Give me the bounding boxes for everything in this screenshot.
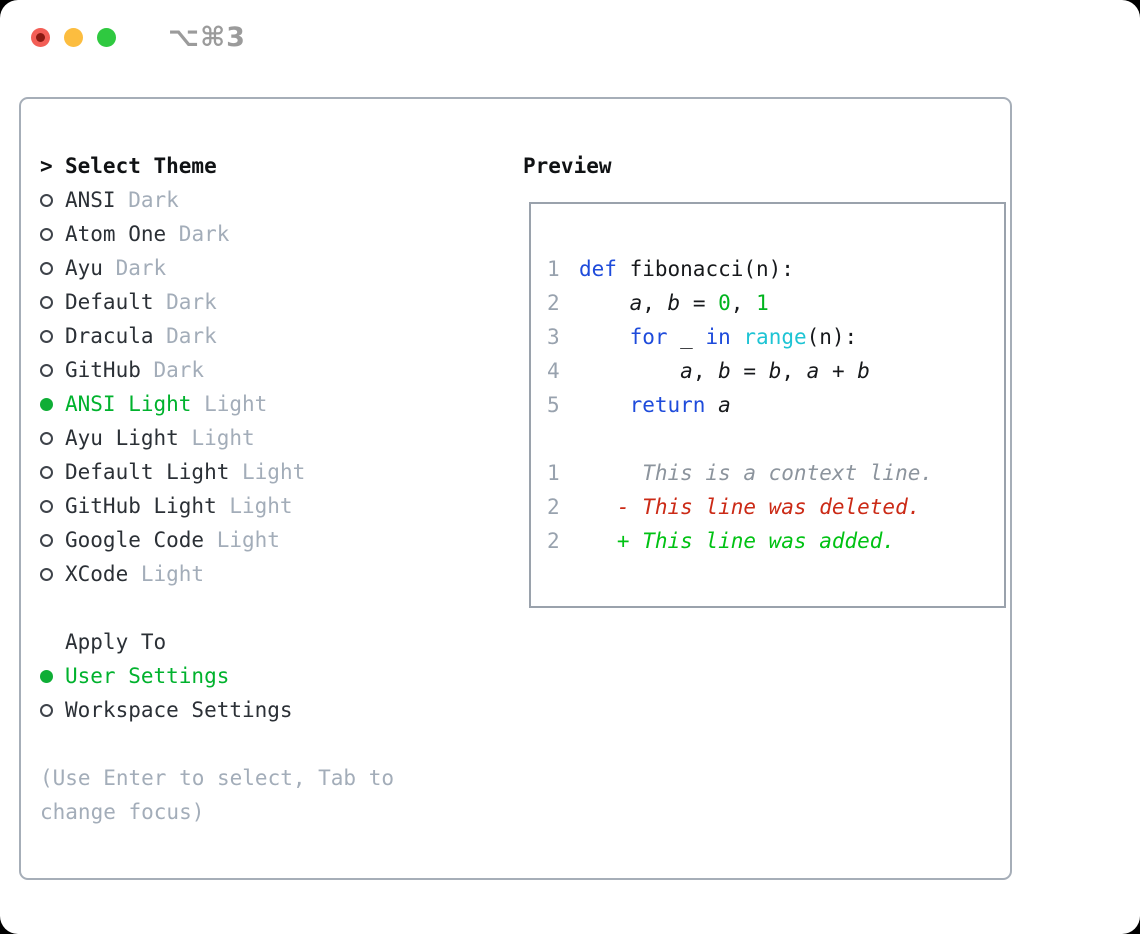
diff-line: 2 - This line was deleted. <box>547 495 921 519</box>
theme-variant: Light <box>216 528 280 552</box>
theme-option-atom-one-dark[interactable]: Atom One Dark <box>40 217 470 251</box>
theme-option-ansi-dark[interactable]: ANSI Dark <box>40 183 470 217</box>
spacer <box>40 591 470 625</box>
minimize-button[interactable] <box>64 27 83 47</box>
theme-name: XCode <box>65 562 129 586</box>
theme-variant: Light <box>140 562 205 586</box>
select-theme-header: > Select Theme <box>40 149 470 183</box>
code-line: 4 a, b = b, a + b <box>547 359 870 383</box>
zoom-button[interactable] <box>97 27 116 47</box>
radio-unselected-icon <box>40 261 65 275</box>
select-theme-header-label: Select Theme <box>65 154 217 178</box>
radio-unselected-icon <box>40 499 65 513</box>
theme-name: GitHub <box>65 358 141 382</box>
apply-to-header-label: Apply To <box>65 630 167 654</box>
radio-unselected-icon <box>40 465 65 479</box>
line-number: 1 <box>547 461 560 485</box>
theme-name: Ayu Light <box>65 426 179 450</box>
radio-unselected-icon <box>40 567 65 581</box>
radio-unselected-icon <box>40 227 65 241</box>
radio-selected-icon <box>40 669 65 683</box>
apply-to-header: Apply To <box>40 625 470 659</box>
theme-variant: Dark <box>153 358 205 382</box>
theme-option-google-code-light[interactable]: Google Code Light <box>40 523 470 557</box>
theme-name: Default Light <box>65 460 230 484</box>
theme-variant: Dark <box>128 188 179 212</box>
theme-variant: Light <box>229 494 293 518</box>
radio-unselected-icon <box>40 363 65 377</box>
line-number: 2 <box>547 291 560 315</box>
theme-option-ayu-dark[interactable]: Ayu Dark <box>40 251 470 285</box>
theme-option-xcode-light[interactable]: XCode Light <box>40 557 470 591</box>
theme-option-ansi-light-light[interactable]: ANSI Light Light <box>40 387 470 421</box>
theme-name: Default <box>65 290 154 314</box>
theme-name: ANSI <box>65 188 116 212</box>
theme-name: ANSI Light <box>65 392 192 416</box>
apply-option-user-settings[interactable]: User Settings <box>40 659 470 693</box>
theme-option-github-light-light[interactable]: GitHub Light Light <box>40 489 470 523</box>
diff-line: 1 This is a context line. <box>547 461 934 485</box>
line-number: 1 <box>547 257 560 281</box>
preview-blank-line <box>547 422 1004 456</box>
theme-option-ayu-light-light[interactable]: Ayu Light Light <box>40 421 470 455</box>
line-number: 4 <box>547 359 560 383</box>
spacer <box>40 727 470 761</box>
theme-variant: Light <box>191 426 255 450</box>
radio-selected-icon <box>40 397 65 411</box>
radio-unselected-icon <box>40 295 65 309</box>
theme-variant: Dark <box>178 222 230 246</box>
window-title: ⌥⌘3 <box>168 21 246 53</box>
code-line: 5 return a <box>547 393 731 417</box>
theme-variant: Dark <box>166 290 217 314</box>
theme-option-default-dark[interactable]: Default Dark <box>40 285 470 319</box>
theme-name: Ayu <box>65 256 103 280</box>
radio-unselected-icon <box>40 193 65 207</box>
diff-line: 2 + This line was added. <box>547 529 896 553</box>
line-number: 2 <box>547 529 560 553</box>
theme-option-dracula-dark[interactable]: Dracula Dark <box>40 319 470 353</box>
theme-name: Atom One <box>65 222 167 246</box>
radio-unselected-icon <box>40 533 65 547</box>
apply-option-label: Workspace Settings <box>65 698 293 722</box>
theme-name: Google Code <box>65 528 205 552</box>
radio-unselected-icon <box>40 703 65 717</box>
prompt-caret-icon: > <box>40 154 53 178</box>
apply-option-workspace-settings[interactable]: Workspace Settings <box>40 693 470 727</box>
apply-option-label: User Settings <box>65 664 230 688</box>
line-number: 5 <box>547 393 560 417</box>
line-number: 2 <box>547 495 560 519</box>
theme-variant: Dark <box>115 256 167 280</box>
theme-name: GitHub Light <box>65 494 217 518</box>
code-line: 2 a, b = 0, 1 <box>547 291 769 315</box>
title-bar: ⌥⌘3 <box>0 0 1140 74</box>
code-line: 3 for _ in range(n): <box>547 325 858 349</box>
theme-variant: Light <box>242 460 306 484</box>
radio-unselected-icon <box>40 329 65 343</box>
theme-name: Dracula <box>65 324 154 348</box>
theme-option-github-dark[interactable]: GitHub Dark <box>40 353 470 387</box>
diff-preview: 1 This is a context line. 2 - This line w… <box>547 456 1004 558</box>
theme-variant: Dark <box>166 324 217 348</box>
theme-variant: Light <box>204 392 268 416</box>
preview-title: Preview <box>523 154 612 178</box>
radio-unselected-icon <box>40 431 65 445</box>
line-number: 3 <box>547 325 560 349</box>
theme-option-default-light-light[interactable]: Default Light Light <box>40 455 470 489</box>
hint-text: (Use Enter to select, Tab to change focu… <box>40 766 395 824</box>
close-button[interactable] <box>31 27 50 47</box>
